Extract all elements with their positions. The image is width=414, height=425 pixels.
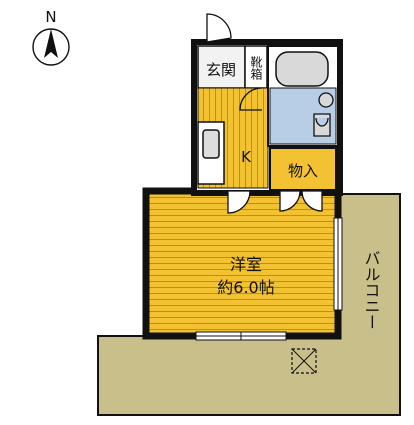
balcony-window-south — [195, 331, 287, 341]
storage-floor — [269, 147, 337, 191]
storage-door-left-icon — [279, 190, 301, 212]
genkan-label: 玄関 — [206, 61, 236, 79]
balcony-window-east — [333, 217, 343, 311]
western-room-label: 洋室 — [230, 255, 262, 274]
north-label: N — [45, 8, 56, 26]
bathroom-door-icon — [239, 87, 263, 111]
front-door-icon — [206, 13, 232, 43]
compass: N — [32, 8, 70, 66]
emergency-hatch-icon — [291, 348, 317, 374]
kitchen-label: K — [241, 148, 252, 166]
western-room-size-label: 約6.0帖 — [217, 278, 274, 297]
compass-needle-icon — [44, 29, 58, 58]
sink-icon — [202, 129, 220, 159]
balcony-label: バルコニー — [362, 250, 381, 330]
kitchen-door-icon — [227, 190, 251, 214]
bathtub-icon — [275, 51, 329, 87]
genkan-floor — [197, 45, 246, 89]
washbasin-icon — [318, 92, 334, 108]
storage-door-right-icon — [301, 190, 323, 212]
storage-label: 物入 — [288, 162, 318, 180]
western-room-floor — [142, 187, 342, 340]
toilet-icon — [313, 113, 331, 137]
shoe-cabinet-label: 靴箱 — [249, 56, 263, 80]
